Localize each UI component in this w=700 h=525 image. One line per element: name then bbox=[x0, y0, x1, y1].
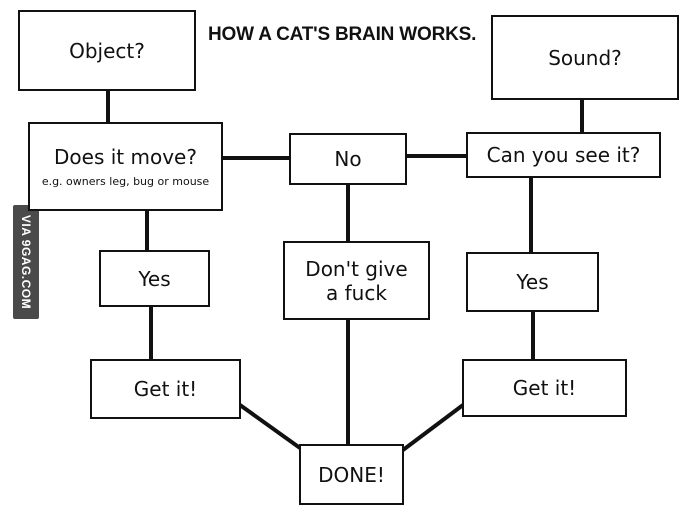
edge-getitleft-to-done bbox=[238, 403, 302, 450]
node-does-it-move-label: Does it move? bbox=[54, 144, 197, 169]
node-done-label: DONE! bbox=[318, 462, 385, 487]
node-sound-label: Sound? bbox=[548, 45, 622, 70]
node-yes-right-label: Yes bbox=[516, 270, 549, 294]
node-get-it-right-label: Get it! bbox=[512, 376, 577, 400]
node-can-you-see-label: Can you see it? bbox=[486, 143, 641, 167]
node-can-you-see: Can you see it? bbox=[466, 132, 661, 178]
diagram-title: HOW A CAT'S BRAIN WORKS. bbox=[208, 24, 477, 45]
node-dont-give: Don't give a fuck bbox=[283, 241, 430, 320]
node-yes-left: Yes bbox=[99, 250, 210, 307]
edge-getitright-to-done bbox=[401, 403, 465, 452]
node-does-it-move-note: e.g. owners leg, bug or mouse bbox=[41, 174, 210, 188]
node-does-it-move: Does it move? e.g. owners leg, bug or mo… bbox=[28, 122, 223, 211]
watermark-badge: VIA 9GAG.COM bbox=[13, 205, 39, 319]
node-yes-right: Yes bbox=[466, 252, 599, 312]
node-sound: Sound? bbox=[491, 15, 679, 100]
node-yes-left-label: Yes bbox=[138, 266, 171, 291]
node-no: No bbox=[289, 133, 407, 185]
node-object-label: Object? bbox=[69, 38, 145, 63]
node-done: DONE! bbox=[299, 444, 404, 505]
node-get-it-left-label: Get it! bbox=[133, 377, 198, 401]
node-dont-give-label: Don't give a fuck bbox=[305, 256, 408, 305]
node-get-it-left: Get it! bbox=[90, 359, 241, 419]
node-get-it-right: Get it! bbox=[462, 359, 627, 417]
node-object: Object? bbox=[18, 10, 196, 91]
node-no-label: No bbox=[334, 147, 362, 171]
watermark-text: VIA 9GAG.COM bbox=[19, 214, 34, 310]
